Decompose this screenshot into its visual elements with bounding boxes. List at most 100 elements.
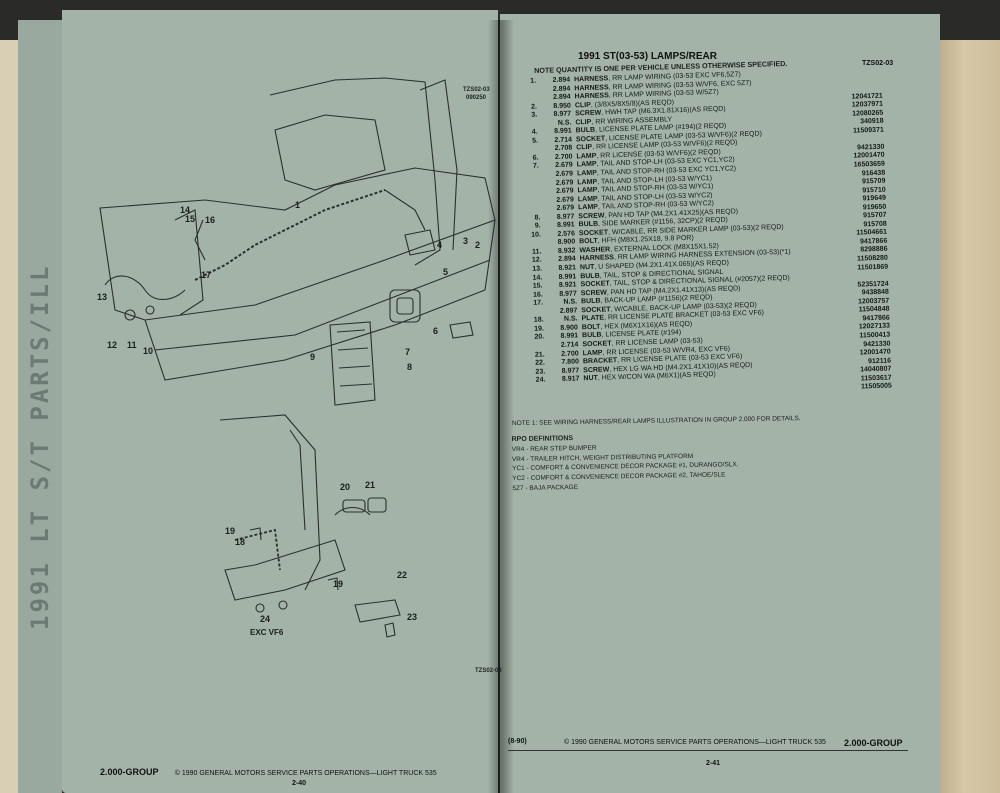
body-panel-outline bbox=[269, 77, 441, 266]
part-name: CLIP bbox=[575, 118, 592, 127]
lower-harness bbox=[234, 528, 281, 571]
part-number: 9421330 bbox=[863, 340, 891, 348]
part-group-number: 2.700 bbox=[554, 153, 573, 161]
exploded-parts-diagram: 1 2 3 4 5 6 7 8 9 10 11 12 13 14 15 16 1… bbox=[97, 77, 496, 638]
part-group-number: 2.894 bbox=[552, 76, 571, 85]
part-name: NUT bbox=[583, 374, 598, 383]
license-lamp-cable bbox=[334, 506, 371, 516]
part-number: 12001470 bbox=[853, 152, 885, 161]
left-page-margin: 1991 LT S/T PARTS/ILL bbox=[18, 20, 62, 793]
bumper-crease bbox=[154, 259, 491, 351]
part-ref-number: 8. bbox=[534, 214, 541, 222]
callout-19: 19 bbox=[225, 526, 235, 536]
left-page bbox=[62, 10, 498, 793]
part-ref-number: 24. bbox=[535, 376, 546, 384]
part-group-number: 8.977 bbox=[561, 366, 580, 375]
part-ref-number: 11. bbox=[532, 248, 542, 256]
part-name: HARNESS bbox=[579, 254, 615, 263]
callout-22: 22 bbox=[397, 570, 407, 580]
wiring-harness bbox=[194, 189, 386, 281]
part-group-number bbox=[546, 397, 584, 398]
lower-body-edge bbox=[289, 429, 306, 531]
bolt-part bbox=[145, 305, 155, 315]
margin-stamp-text: 1991 LT S/T PARTS/ILL bbox=[26, 263, 54, 630]
rear-lamps-illustration: 1 2 3 4 5 6 7 8 9 10 11 12 13 14 15 16 1… bbox=[85, 60, 505, 700]
part-name: PLATE bbox=[581, 314, 605, 323]
part-name: HARNESS bbox=[574, 92, 609, 101]
part-ref-number: 20. bbox=[534, 333, 545, 342]
callout-6: 6 bbox=[433, 326, 438, 336]
part-ref-number: 6. bbox=[532, 154, 539, 162]
callout-2: 2 bbox=[475, 240, 480, 250]
illustration-code-bottom: TZS02-03 bbox=[475, 668, 502, 674]
part-number: 11501869 bbox=[857, 263, 889, 272]
callout-23: 23 bbox=[407, 612, 417, 622]
part-name: BULB bbox=[580, 272, 600, 280]
part-name: SCREW bbox=[580, 289, 607, 297]
lower-nut-left bbox=[255, 603, 265, 613]
part-group-number: 8.991 bbox=[560, 332, 579, 341]
part-ref-number: 19. bbox=[534, 325, 544, 333]
tail-lamp-lens-lines bbox=[336, 329, 373, 387]
part-group-number: 2.679 bbox=[555, 179, 574, 187]
part-name: BOLT bbox=[579, 238, 598, 246]
part-number: 11500413 bbox=[859, 331, 891, 340]
lower-bolt bbox=[249, 527, 262, 541]
footer-revision: (8-90) bbox=[508, 738, 527, 745]
part-ref-number: 5. bbox=[532, 137, 539, 145]
part-number: 916438 bbox=[861, 169, 886, 177]
part-name: WASHER bbox=[579, 246, 611, 255]
lower-nut-right bbox=[278, 600, 288, 610]
part-number: 11508280 bbox=[856, 254, 888, 263]
harness-branch-left bbox=[194, 219, 206, 261]
part-group-number: 2.679 bbox=[555, 187, 574, 196]
part-group-number: 2.894 bbox=[552, 93, 571, 102]
part-number: 12027133 bbox=[858, 322, 891, 331]
book-page-edges bbox=[940, 40, 1000, 793]
part-group-number bbox=[546, 389, 584, 390]
part-ref-number: 12. bbox=[531, 256, 542, 265]
part-name: CLIP bbox=[576, 144, 593, 152]
callout-9: 9 bbox=[310, 352, 315, 362]
part-name: BULB bbox=[580, 297, 601, 306]
part-number: 340918 bbox=[860, 117, 884, 126]
part-number: 11509371 bbox=[852, 126, 884, 135]
part-ref-number: 10. bbox=[531, 231, 542, 239]
part-ref-number: 23. bbox=[535, 368, 546, 376]
part-name: LAMP bbox=[578, 203, 599, 212]
part-number: 912116 bbox=[867, 357, 892, 365]
left-page-footer: 2.000-GROUP © 1990 GENERAL MOTORS SERVIC… bbox=[100, 767, 437, 787]
part-number: 915710 bbox=[862, 186, 886, 195]
footer-copyright-right: © 1990 GENERAL MOTORS SERVICE PARTS OPER… bbox=[564, 739, 826, 746]
part-group-number: 8.977 bbox=[556, 213, 575, 221]
callout-3: 3 bbox=[463, 236, 468, 246]
part-number: 12001470 bbox=[859, 348, 891, 357]
part-number: 12003757 bbox=[857, 297, 890, 306]
part-ref-number: 1. bbox=[530, 77, 537, 85]
callout-24: 24 bbox=[260, 614, 270, 624]
part-group-number: 8.900 bbox=[560, 324, 578, 332]
callout-20: 20 bbox=[340, 482, 350, 492]
part-number bbox=[831, 89, 883, 91]
part-group-number: 8.932 bbox=[557, 247, 576, 255]
part-group-number: 8.991 bbox=[558, 272, 577, 281]
part-number: 9417866 bbox=[862, 314, 890, 323]
cab-window-outline bbox=[274, 114, 386, 191]
part-number: 915707 bbox=[863, 211, 887, 220]
part-ref-number: 7. bbox=[532, 162, 539, 171]
callout-10: 10 bbox=[143, 346, 153, 356]
washer-part bbox=[124, 309, 136, 321]
callout-11: 11 bbox=[127, 340, 137, 350]
part-name: SOCKET bbox=[581, 306, 611, 315]
part-number bbox=[830, 72, 882, 74]
callout-5: 5 bbox=[443, 267, 448, 277]
part-name: LAMP bbox=[577, 195, 598, 203]
part-number: 919650 bbox=[862, 203, 887, 212]
part-number: 12041721 bbox=[851, 92, 883, 101]
part-number: 915708 bbox=[863, 220, 887, 229]
callout-15: 15 bbox=[185, 214, 195, 224]
part-ref-number: 3. bbox=[531, 111, 538, 119]
part-name: BOLT bbox=[581, 323, 601, 332]
